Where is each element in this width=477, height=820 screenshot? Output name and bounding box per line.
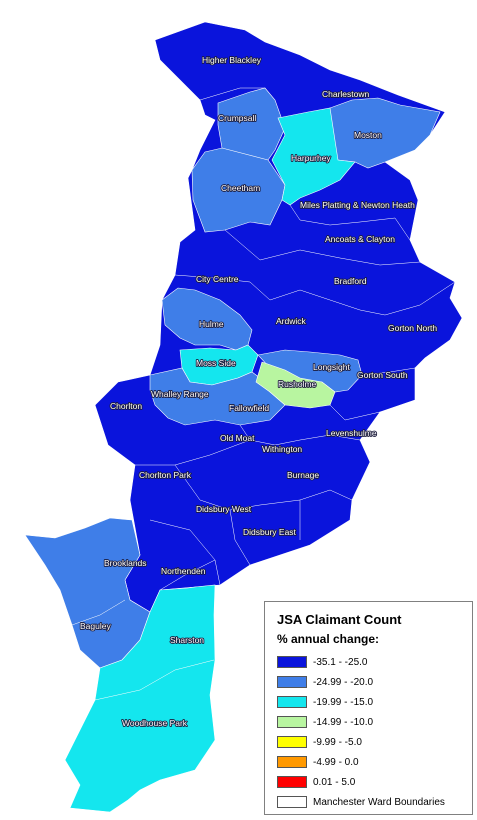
ward-shape-cheetham [191,147,286,233]
legend-item: 0.01 - 5.0 [277,774,355,790]
legend-label: -9.99 - -5.0 [313,736,362,748]
legend-item: -24.99 - -20.0 [277,674,373,690]
ward-label: Bradford [334,276,367,286]
ward-shape-sharston-woodhouse [64,584,216,813]
legend-item: -14.99 - -10.0 [277,714,373,730]
ward-label: Harpurhey [291,153,331,163]
ward-label: Ardwick [276,316,307,326]
legend-item: -9.99 - -5.0 [277,734,362,750]
legend-item: -35.1 - -25.0 [277,654,367,670]
ward-label: Sharston [170,635,204,645]
legend-label: -24.99 - -20.0 [313,676,374,688]
ward-label: Chorlton Park [139,470,192,480]
legend-item: -4.99 - 0.0 [277,754,359,770]
legend-label: -35.1 - -25.0 [313,656,368,668]
ward-label: Didsbury West [196,504,252,514]
ward-label: Burnage [287,470,319,480]
ward-label: Higher Blackley [202,55,262,65]
map-legend: JSA Claimant Count % annual change: -35.… [264,601,473,815]
ward-label: Levenshulme [326,428,377,438]
legend-swatch [277,696,307,708]
ward-label: Gorton South [357,370,408,380]
ward-shape-crumpsall [217,87,286,161]
ward-label: Woodhouse Park [122,718,188,728]
ward-label: Didsbury East [243,527,297,537]
ward-label: Crumpsall [218,113,256,123]
ward-label: Fallowfield [229,403,269,413]
ward-label: Whalley Range [151,389,209,399]
legend-title: JSA Claimant Count [277,612,402,627]
legend-swatch [277,756,307,768]
legend-subtitle: % annual change: [277,632,380,646]
legend-swatch [277,796,307,808]
ward-label: Ancoats & Clayton [325,234,395,244]
ward-shape-harpurhey [271,107,356,206]
ward-label: Charlestown [322,89,370,99]
ward-label: Longsight [313,362,351,372]
legend-swatch [277,776,307,788]
legend-swatch [277,716,307,728]
legend-label: -14.99 - -10.0 [313,716,374,728]
legend-label: -4.99 - 0.0 [313,756,359,768]
ward-label: Miles Platting & Newton Heath [300,200,415,210]
ward-label: Brooklands [104,558,147,568]
legend-item: Manchester Ward Boundaries [277,794,445,810]
ward-labels: Higher Blackley Charlestown Crumpsall Ha… [79,54,438,729]
ward-label: Old Moat [220,433,255,443]
ward-label: Rusholme [278,379,317,389]
legend-swatch [277,656,307,668]
ward-label: Northenden [161,566,206,576]
ward-label: Moston [354,130,382,140]
ward-label: Withington [262,444,302,454]
legend-label: 0.01 - 5.0 [313,776,356,788]
ward-label: Cheetham [221,183,260,193]
ward-label: Chorlton [110,401,142,411]
ward-label: Moss Side [196,358,236,368]
ward-boundaries [71,87,456,701]
ward-label: Baguley [80,621,111,631]
legend-item: -19.99 - -15.0 [277,694,373,710]
ward-label: City Centre [196,274,239,284]
ward-label: Gorton North [388,323,437,333]
legend-swatch [277,676,307,688]
legend-swatch [277,736,307,748]
ward-label: Hulme [199,319,224,329]
legend-label: -19.99 - -15.0 [313,696,374,708]
legend-label: Manchester Ward Boundaries [313,796,445,808]
